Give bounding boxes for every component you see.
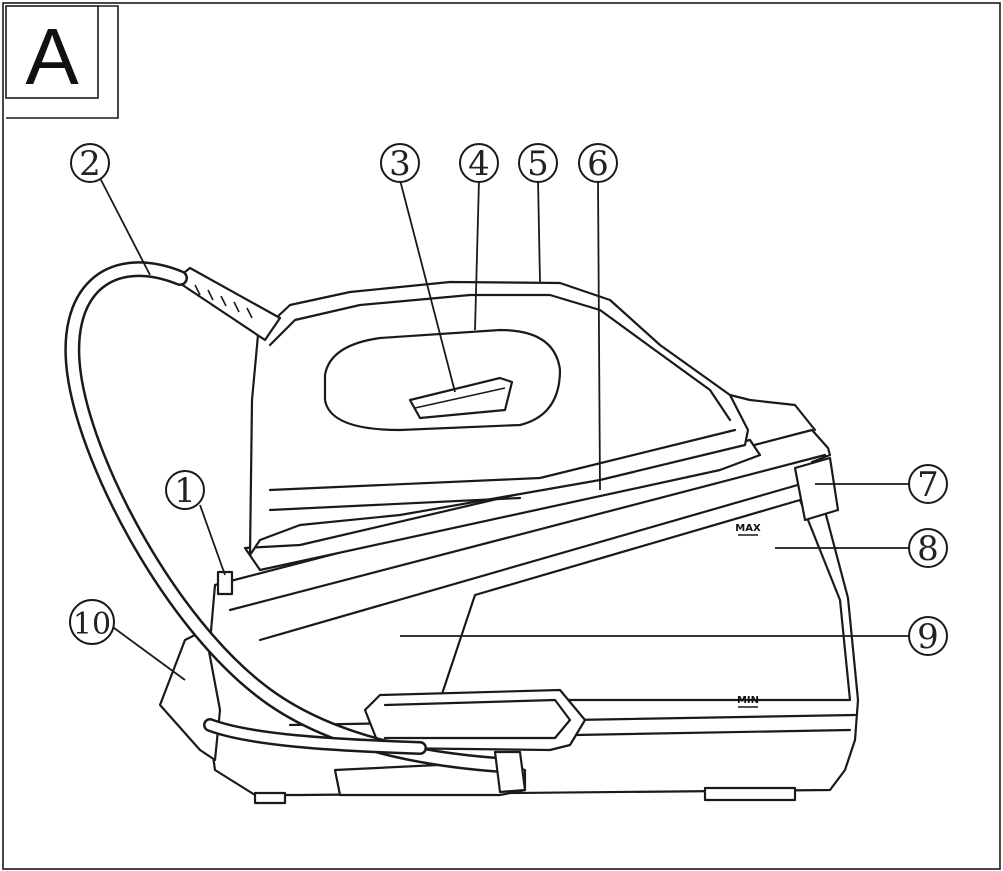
front-bracket [793,456,840,522]
power-switch [216,570,234,596]
callout-2: 2 [70,143,110,184]
panel-label: A [25,12,79,101]
callout-3: 3 [380,143,420,184]
svg-text:6: 6 [587,144,609,184]
callout-5: 5 [518,143,558,184]
panel-label-box-shadow [6,5,119,119]
callout-8: 8 [908,528,948,569]
svg-text:5: 5 [527,144,549,184]
svg-text:9: 9 [917,617,939,657]
svg-text:2: 2 [79,144,101,184]
callout-1: 1 [165,470,205,511]
cord-boot [173,266,282,342]
max-mark: MAX [735,523,761,534]
base-station [158,428,860,805]
min-mark: MIN [737,695,759,706]
panel-label-box [5,5,99,99]
svg-text:7: 7 [917,465,939,505]
iron [173,266,817,572]
callout-9: 9 [908,616,948,657]
svg-text:10: 10 [73,607,111,642]
water-tank [438,498,852,702]
callout-4: 4 [459,143,499,184]
svg-text:3: 3 [389,144,411,184]
callout-7: 7 [908,464,948,505]
callout-10: 10 [69,599,115,645]
svg-text:8: 8 [917,529,939,569]
svg-text:1: 1 [174,471,196,511]
svg-text:4: 4 [468,144,490,184]
callout-6: 6 [578,143,618,184]
